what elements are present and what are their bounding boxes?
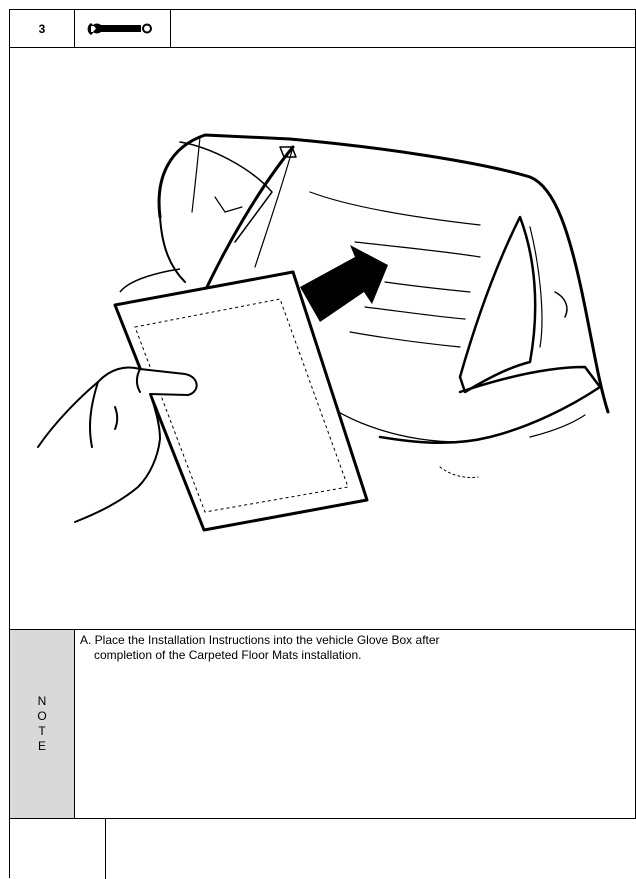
insert-arrow xyxy=(300,245,388,322)
note-label: N O T E xyxy=(10,630,75,818)
step-number: 3 xyxy=(10,10,75,47)
note-section: N O T E A. Place the Installation Instru… xyxy=(9,629,636,819)
note-text: A. Place the Installation Instructions i… xyxy=(80,633,620,663)
note-letter: T xyxy=(38,724,45,739)
glove-box-right-wall xyxy=(460,217,535,392)
note-letter: E xyxy=(38,739,46,754)
step-header: 3 xyxy=(9,9,636,48)
tool-cell xyxy=(74,10,171,47)
note-line-2: completion of the Carpeted Floor Mats in… xyxy=(80,648,620,663)
glove-box-illustration xyxy=(10,47,636,630)
note-letter: O xyxy=(37,709,46,724)
illustration-panel xyxy=(9,47,636,630)
footer-row xyxy=(9,818,636,878)
note-line-1: A. Place the Installation Instructions i… xyxy=(80,633,620,648)
wrench-icon xyxy=(87,18,157,40)
footer-divider xyxy=(105,819,106,879)
note-letter: N xyxy=(38,694,47,709)
